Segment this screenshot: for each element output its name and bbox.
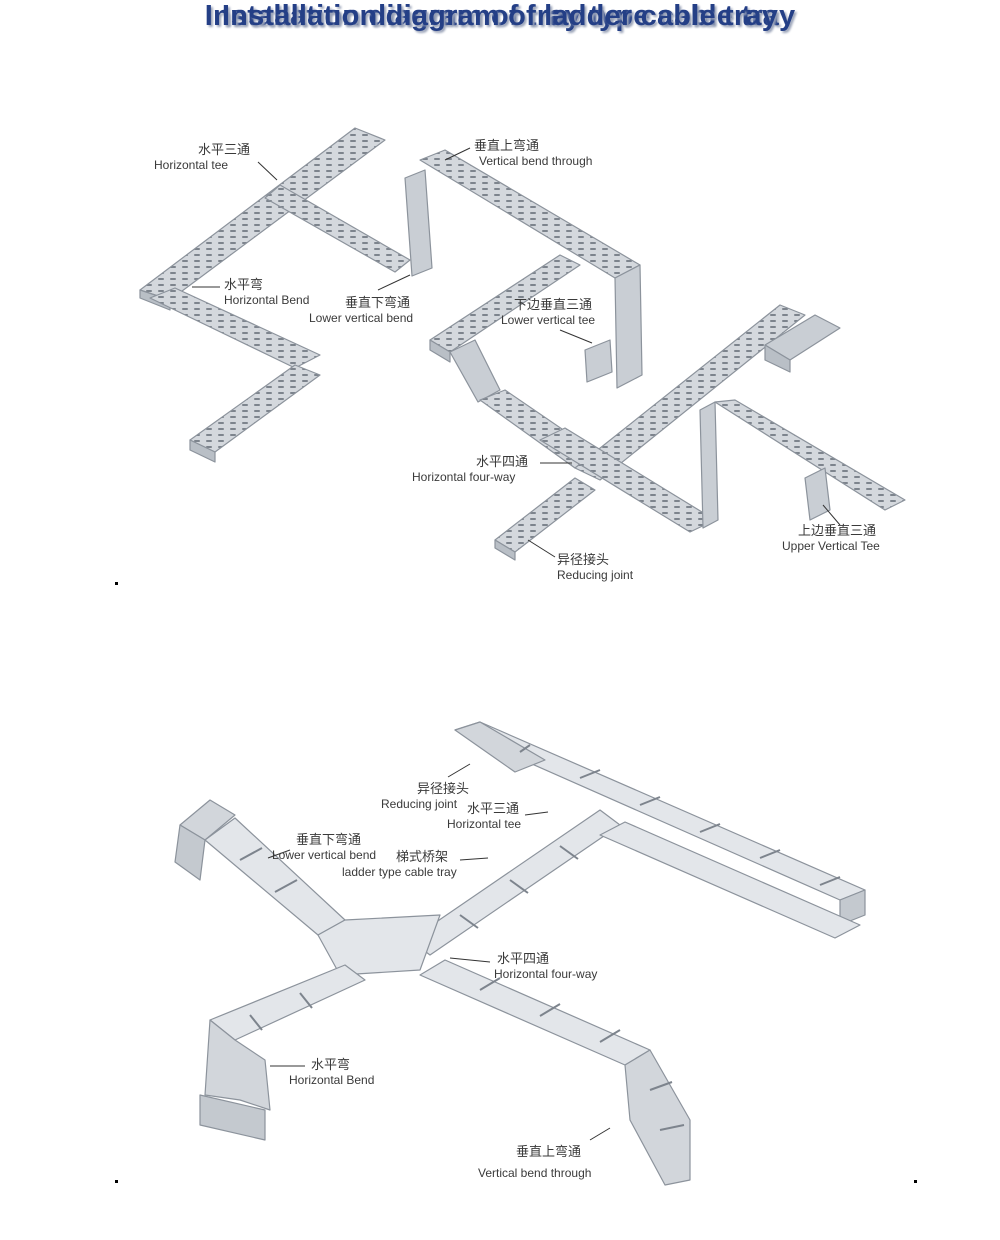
ladder-segment-reducing-joint xyxy=(454,721,546,773)
label-lower-vertical-tee: 下边垂直三通 Lower vertical tee xyxy=(501,298,595,328)
ladder-segment-tee-right xyxy=(599,821,861,939)
ladder-label-horizontal-four-way-cn: 水平四通 xyxy=(497,952,550,967)
ladder-label-lower-vertical-bend-cn: 垂直下弯通 xyxy=(296,833,362,848)
label-upper-vertical-tee-en: Upper Vertical Tee xyxy=(782,539,880,553)
label-vertical-bend-through: 垂直上弯通 Vertical bend through xyxy=(474,139,593,169)
label-lower-vertical-tee-en: Lower vertical tee xyxy=(501,313,596,327)
ladder-label-horizontal-four-way: 水平四通 Horizontal four-way xyxy=(494,952,598,982)
label-horizontal-tee: 水平三通 Horizontal tee xyxy=(154,143,251,173)
tray-segment-middle-run-side xyxy=(429,339,451,363)
label-horizontal-four-way: 水平四通 Horizontal four-way xyxy=(412,455,529,485)
tray-type-illustration xyxy=(139,127,906,561)
label-horizontal-four-way-en: Horizontal four-way xyxy=(412,470,516,484)
tray-segment-right-riser xyxy=(699,401,719,529)
ladder-label-reducing-joint-en: Reducing joint xyxy=(381,797,458,811)
tray-segment-right-run xyxy=(714,399,906,511)
label-reducing-joint-en: Reducing joint xyxy=(557,568,634,582)
label-upper-vertical-tee-cn: 上边垂直三通 xyxy=(798,524,877,539)
ladder-segment-left-riser xyxy=(174,824,206,881)
ladder-label-horizontal-bend: 水平弯 Horizontal Bend xyxy=(289,1058,374,1088)
tray-segment-upper-vertical-box-front xyxy=(764,344,791,373)
label-vertical-bend-through-cn: 垂直上弯通 xyxy=(474,139,540,154)
tray-segment-downslope xyxy=(449,339,501,403)
tray-segment-upper-vertical-tee xyxy=(804,467,831,521)
ladder-label-horizontal-bend-en: Horizontal Bend xyxy=(289,1073,375,1087)
ladder-label-lower-vertical-bend: 垂直下弯通 Lower vertical bend xyxy=(272,833,376,863)
ladder-label-ladder-type-cable-tray-en: ladder type cable tray xyxy=(342,865,457,879)
ladder-label-vertical-bend-through-en: Vertical bend through xyxy=(478,1166,592,1180)
ladder-label-lower-vertical-bend-en: Lower vertical bend xyxy=(272,848,377,862)
tray-segment-reducing-leg-side xyxy=(494,539,516,561)
ladder-segment-lower-left-run xyxy=(209,964,366,1041)
ladder-label-vertical-bend-through-cn: 垂直上弯通 xyxy=(516,1145,582,1160)
corner-mark-left xyxy=(115,1180,118,1183)
tray-segment-lower-run-side xyxy=(189,439,216,463)
tray-leader-lines xyxy=(192,147,841,558)
ladder-label-horizontal-tee: 水平三通 Horizontal tee xyxy=(447,802,521,832)
tray-segment-fourway-main xyxy=(574,304,806,481)
ladder-segment-bend-base xyxy=(199,1094,266,1141)
ladder-leader-lines xyxy=(267,763,611,1141)
tray-segment-tee-branch xyxy=(264,184,411,273)
label-lower-vertical-tee-cn: 下边垂直三通 xyxy=(514,298,593,313)
ladder-segment-vertical-bend-through xyxy=(624,1049,691,1186)
ladder-label-horizontal-four-way-en: Horizontal four-way xyxy=(494,967,598,981)
label-vertical-bend-through-en: Vertical bend through xyxy=(479,154,593,168)
ladder-label-ladder-type-cable-tray-cn: 梯式桥架 xyxy=(396,850,449,865)
tray-segment-horizontal-bend xyxy=(149,287,321,369)
tray-diagram-title: Installation diagram of tray type cable … xyxy=(204,0,796,32)
ladder-label-horizontal-tee-en: Horizontal tee xyxy=(447,817,522,831)
label-horizontal-four-way-cn: 水平四通 xyxy=(476,455,529,470)
label-lower-vertical-bend-cn: 垂直下弯通 xyxy=(345,296,411,311)
corner-mark xyxy=(115,582,118,585)
label-lower-vertical-bend-en: Lower vertical bend xyxy=(309,311,414,325)
ladder-label-ladder-type-cable-tray: 梯式桥架 ladder type cable tray xyxy=(342,850,457,880)
ladder-rungs xyxy=(239,744,841,1131)
ladder-label-horizontal-bend-cn: 水平弯 xyxy=(311,1058,351,1073)
ladder-label-reducing-joint-cn: 异径接头 xyxy=(417,782,470,797)
label-horizontal-tee-cn: 水平三通 xyxy=(198,143,251,158)
ladder-segment-horizontal-bend xyxy=(204,1019,271,1111)
label-reducing-joint-cn: 异径接头 xyxy=(557,553,610,568)
ladder-label-reducing-joint: 异径接头 Reducing joint xyxy=(381,782,470,812)
tray-segment-vertical-rise xyxy=(404,169,433,277)
label-lower-vertical-bend: 垂直下弯通 Lower vertical bend xyxy=(309,296,413,326)
tray-segment-vertical-drop xyxy=(614,264,643,389)
corner-mark-right xyxy=(914,1180,917,1183)
ladder-label-vertical-bend-through: 垂直上弯通 Vertical bend through xyxy=(478,1145,591,1181)
label-upper-vertical-tee: 上边垂直三通 Upper Vertical Tee xyxy=(782,524,880,554)
label-reducing-joint: 异径接头 Reducing joint xyxy=(557,553,634,583)
ladder-diagram-title: Installation diagram of ladder cable tra… xyxy=(221,0,779,32)
label-horizontal-bend-en: Horizontal Bend xyxy=(224,293,310,307)
tray-segment-lower-vertical-tee xyxy=(584,339,613,383)
ladder-label-horizontal-tee-cn: 水平三通 xyxy=(467,802,520,817)
label-horizontal-bend: 水平弯 Horizontal Bend xyxy=(224,278,310,308)
label-horizontal-tee-en: Horizontal tee xyxy=(154,158,229,172)
label-horizontal-bend-cn: 水平弯 xyxy=(224,278,264,293)
